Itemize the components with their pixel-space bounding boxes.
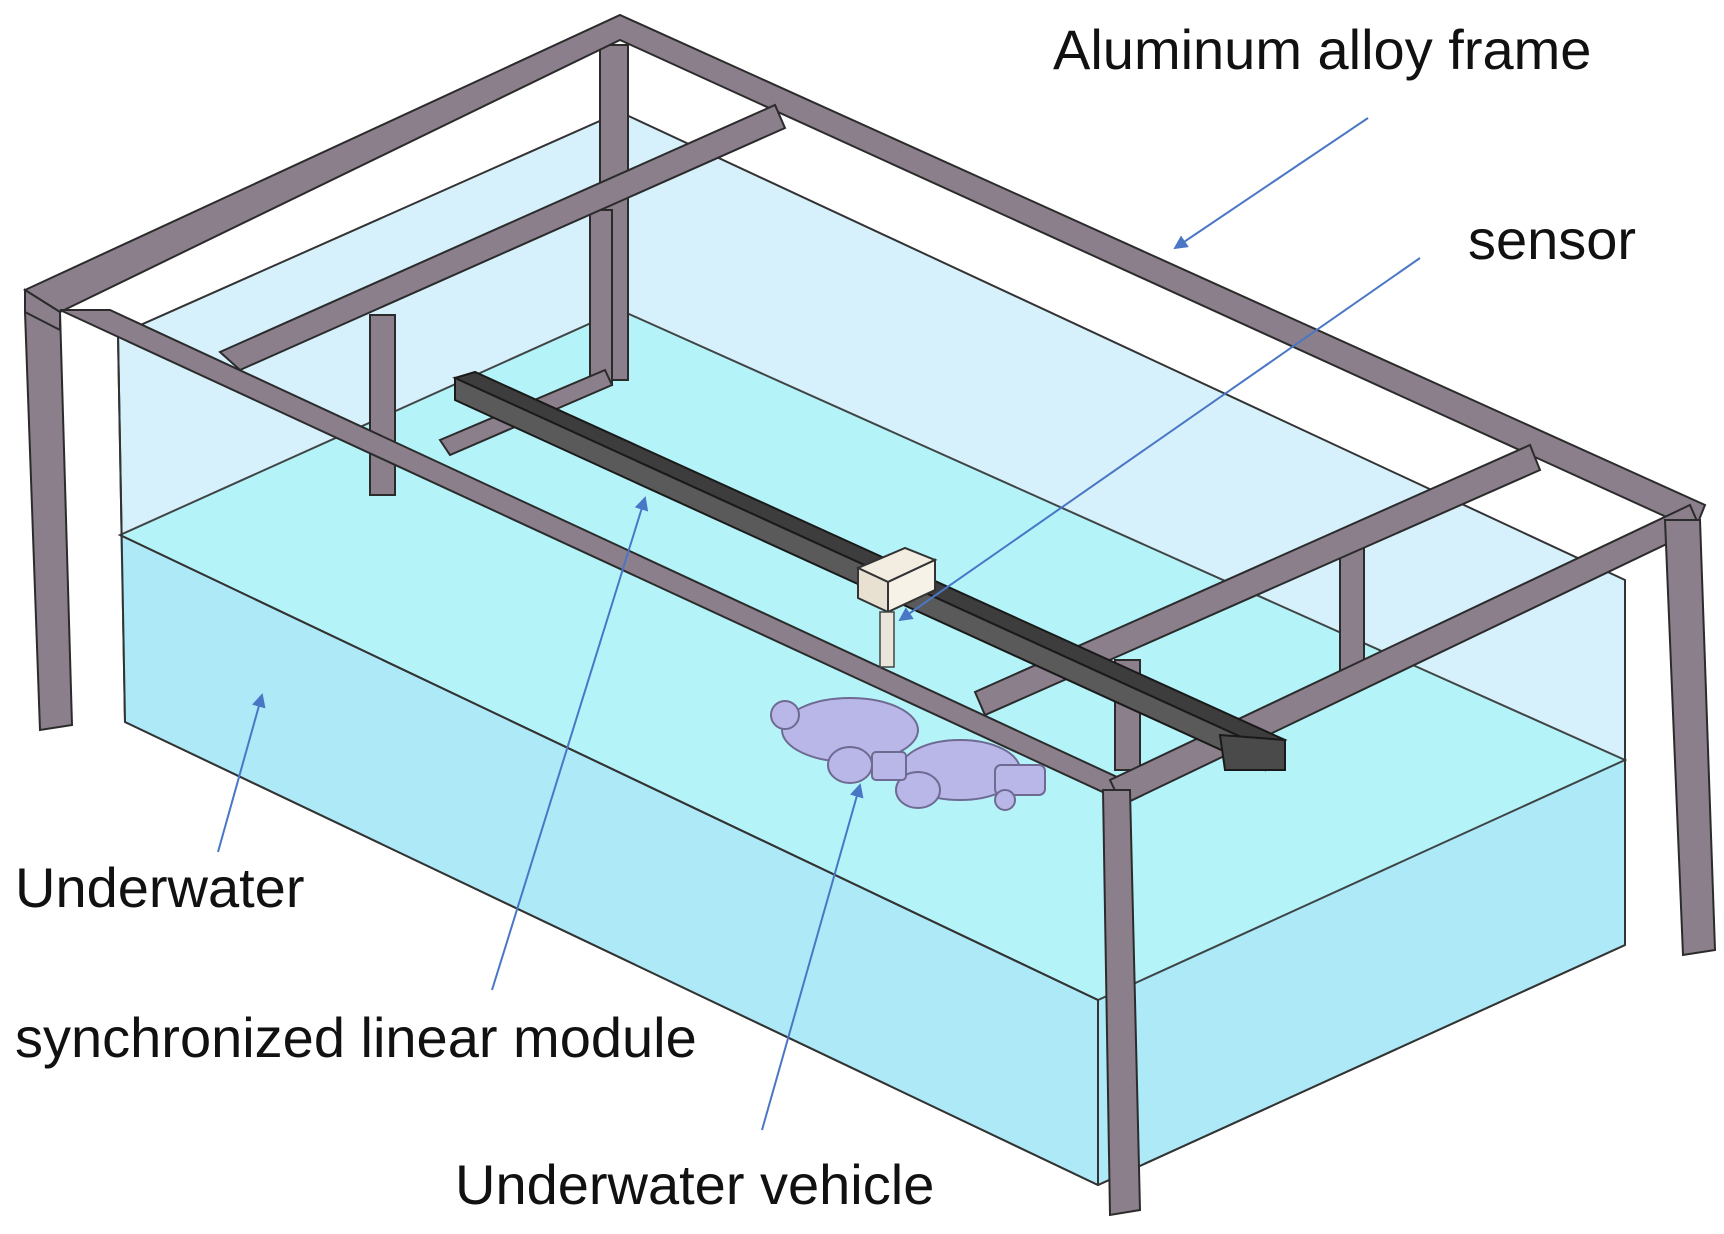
leader-underwater [217, 693, 266, 853]
underwater-vehicle-icon [770, 697, 1046, 811]
leader-vehicle [761, 783, 864, 1131]
sensor-block-icon [855, 546, 938, 668]
leader-sensor [898, 257, 1421, 622]
leader-linear-module [491, 496, 649, 991]
label-underwater: Underwater [15, 856, 305, 919]
aluminum-frame [22, 13, 1717, 1217]
leader-frame [1173, 117, 1369, 250]
label-underwater-vehicle: Underwater vehicle [455, 1153, 935, 1216]
leader-lines [217, 117, 1421, 1131]
label-sensor: sensor [1468, 208, 1637, 271]
label-aluminum-frame: Aluminum alloy frame [1053, 18, 1592, 81]
label-linear-module: synchronized linear module [15, 1006, 697, 1069]
